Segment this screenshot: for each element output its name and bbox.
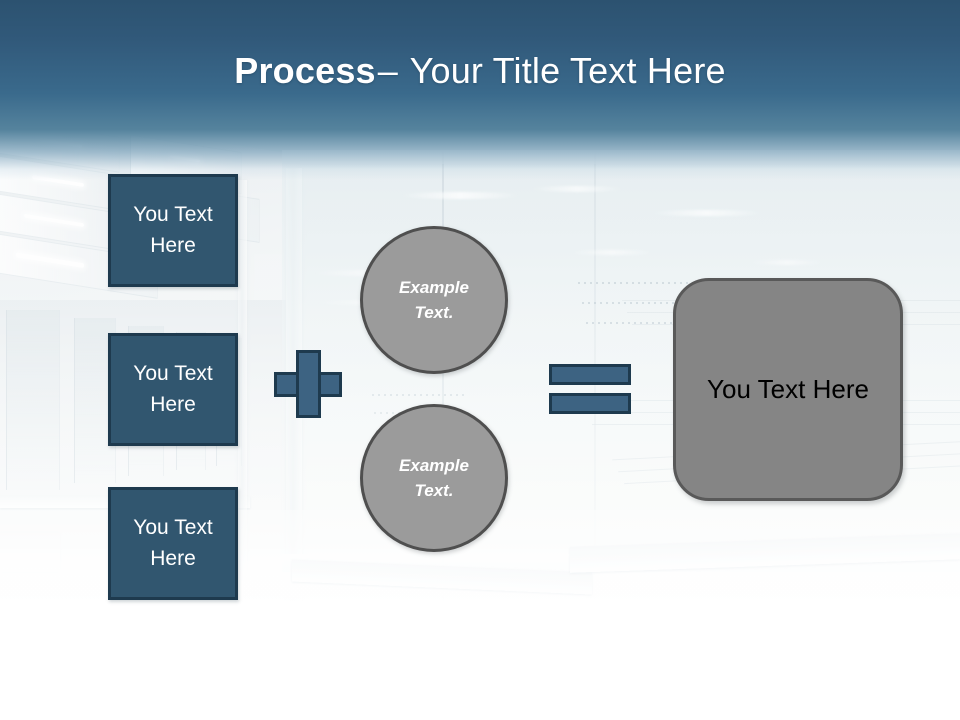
example-circle-2-line1: Example [399, 455, 469, 475]
title-bold-part: Process [234, 50, 376, 91]
input-box-3[interactable]: You Text Here [108, 487, 238, 600]
result-panel-label: You Text Here [707, 374, 869, 404]
example-circle-2-line2: Text. [414, 481, 454, 500]
title-rest: Your Title Text Here [409, 50, 726, 91]
input-box-1-label: You Text Here [133, 203, 213, 257]
example-circle-2[interactable]: Example Text. [360, 404, 508, 552]
equals-bottom-bar [549, 393, 631, 414]
result-panel[interactable]: You Text Here [673, 278, 903, 501]
plus-center-fill [299, 375, 318, 394]
title-dash: – [377, 50, 398, 91]
input-box-2-label: You Text Here [133, 362, 213, 416]
equals-top-bar [549, 364, 631, 385]
input-box-2[interactable]: You Text Here [108, 333, 238, 446]
input-box-1[interactable]: You Text Here [108, 174, 238, 287]
plus-sign-icon [274, 350, 342, 418]
equals-sign-icon [549, 364, 631, 414]
example-circle-1-line2: Text. [414, 303, 454, 322]
page-title: Process– Your Title Text Here [0, 50, 960, 92]
input-box-3-label: You Text Here [133, 516, 213, 570]
example-circle-1[interactable]: Example Text. [360, 226, 508, 374]
example-circle-1-line1: Example [399, 277, 469, 297]
